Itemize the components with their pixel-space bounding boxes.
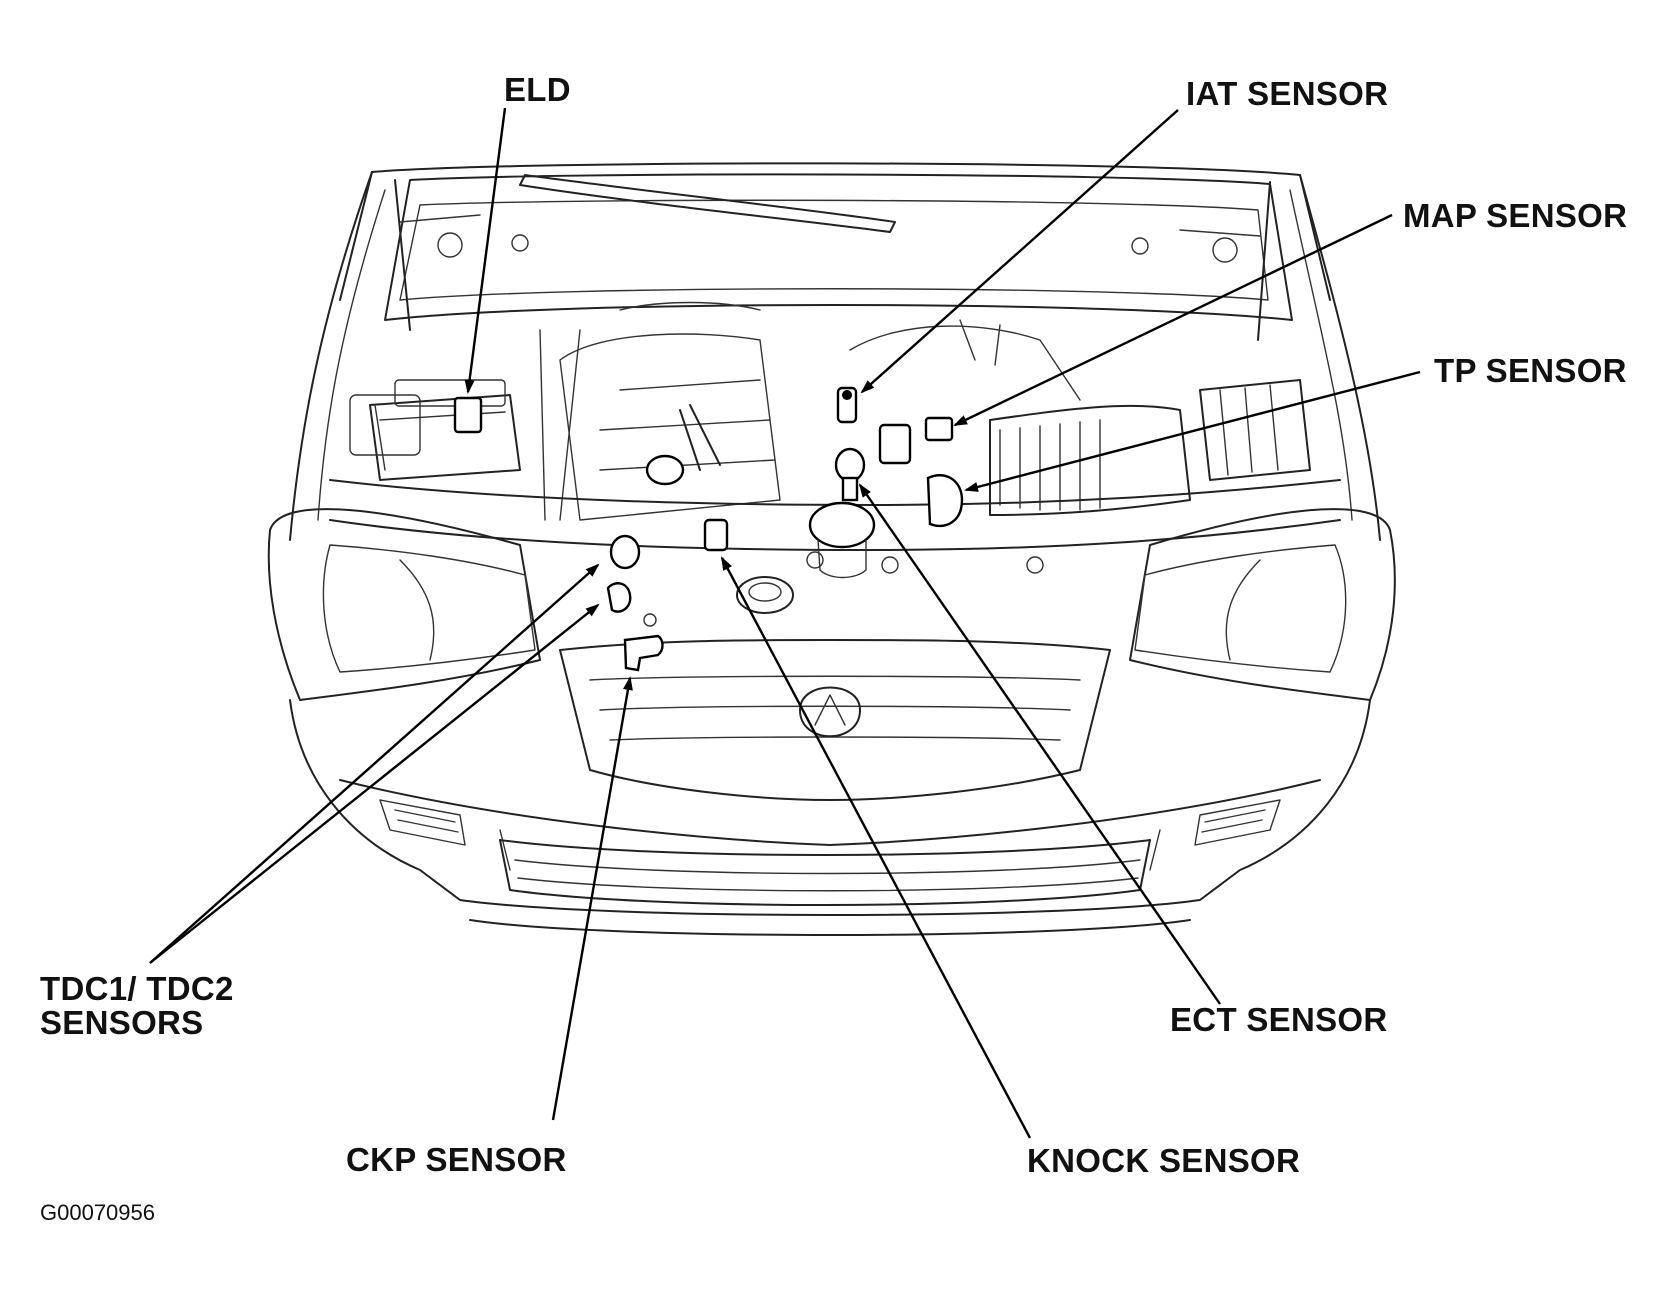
sensor-parts — [453, 386, 964, 672]
tp-component — [926, 474, 964, 528]
leader-lines — [149, 107, 1421, 1139]
tdc-sensors-label-line1: TDC1/ TDC2 — [40, 970, 234, 1007]
eld-leader — [464, 107, 507, 394]
ckp-leader — [551, 676, 633, 1121]
ckp-component — [623, 634, 664, 672]
tp-leader — [964, 370, 1421, 492]
knock-component — [703, 518, 729, 552]
iat-sensor-label: IAT SENSOR — [1186, 75, 1389, 112]
vehicle-drawing — [267, 162, 1396, 936]
eld-label: ELD — [504, 71, 571, 108]
eld-component — [453, 396, 483, 434]
knock-leader — [720, 556, 1032, 1139]
ckp-sensor-label: CKP SENSOR — [346, 1141, 567, 1178]
iat-leader — [860, 109, 1179, 394]
figure-id: G00070956 — [40, 1200, 155, 1225]
ect-sensor-label: ECT SENSOR — [1170, 1001, 1388, 1038]
ect-component — [834, 447, 866, 483]
tdc2-component — [606, 582, 632, 613]
knock-sensor-label: KNOCK SENSOR — [1027, 1142, 1301, 1179]
tdc2-leader — [149, 603, 600, 964]
map-leader — [953, 213, 1393, 427]
tdc-sensors-label-line2: SENSORS — [40, 1004, 204, 1041]
tdc1-leader — [149, 563, 600, 964]
tdc1-component — [609, 534, 641, 570]
ect-leader — [858, 483, 1221, 1005]
tp-sensor-label: TP SENSOR — [1434, 352, 1627, 389]
map-sensor-label: MAP SENSOR — [1403, 197, 1628, 234]
map-component — [924, 416, 954, 442]
